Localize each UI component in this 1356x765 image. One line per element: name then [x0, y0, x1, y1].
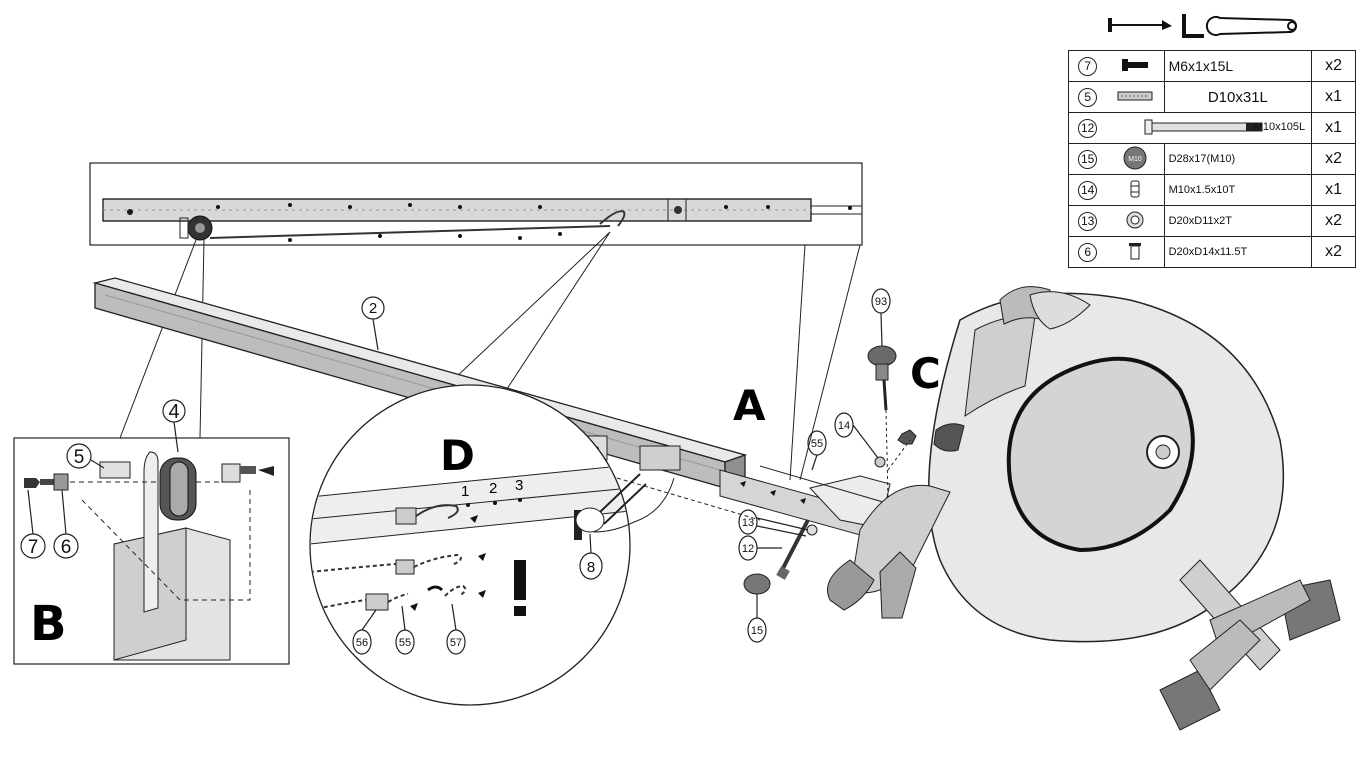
long-bolt-icon: M10x105L — [1106, 112, 1313, 144]
detail-d-circle — [309, 384, 631, 706]
warning-mark — [514, 560, 526, 600]
section-label-a: A — [733, 381, 766, 430]
part-number: 15 — [1068, 143, 1107, 175]
pin-8 — [575, 507, 605, 533]
wrench-icon — [1205, 16, 1297, 36]
section-label-c: C — [910, 349, 941, 398]
callout-15: 15 — [751, 625, 763, 637]
detail-b-box — [13, 437, 290, 665]
part-number: 5 — [1068, 81, 1107, 113]
spacer-icon — [1106, 81, 1165, 113]
part-number: 13 — [1068, 205, 1107, 237]
callout-8: 8 — [587, 559, 595, 576]
hook-icon — [599, 210, 626, 227]
part-spec: D28x17(M10) — [1163, 143, 1313, 175]
section-label-d: D — [440, 431, 475, 480]
callout-93: 93 — [875, 296, 887, 308]
callout-57: 57 — [450, 637, 462, 649]
allen-key-icon — [1108, 18, 1172, 32]
part-quantity: x1 — [1311, 112, 1356, 144]
part-number: 14 — [1068, 174, 1107, 206]
part-spec: M10x105L — [1253, 121, 1306, 133]
rower-main-body — [827, 286, 1341, 731]
callout-5: 5 — [74, 447, 85, 468]
part-quantity: x2 — [1311, 143, 1356, 175]
part-quantity: x2 — [1311, 50, 1356, 82]
part-quantity: x1 — [1311, 174, 1356, 206]
hole-number-1: 1 — [461, 483, 469, 500]
section-label-b: B — [30, 596, 67, 652]
part-spec: M10x1.5x10T — [1163, 174, 1313, 206]
hole-number-2: 2 — [489, 480, 497, 497]
part-number: 7 — [1068, 50, 1107, 82]
spacer-part — [99, 461, 131, 479]
hole-number-3: 3 — [515, 477, 523, 494]
callout-56: 56 — [356, 637, 368, 649]
part-number: 6 — [1068, 236, 1107, 268]
callout-2: 2 — [369, 300, 377, 317]
svg-text:M10: M10 — [1128, 156, 1142, 163]
cap-nut-15 — [743, 573, 771, 595]
tools-group — [1108, 14, 1297, 38]
callout-7: 7 — [28, 537, 39, 558]
callout-55b: 55 — [399, 637, 411, 649]
part-spec: D10x31L — [1163, 81, 1313, 113]
callout-55a: 55 — [811, 438, 823, 450]
callout-4: 4 — [168, 401, 179, 423]
knob-93 — [867, 345, 897, 367]
callout-12: 12 — [742, 543, 754, 555]
callout-6: 6 — [61, 537, 72, 558]
callout-14: 14 — [838, 420, 850, 432]
cable-clamp-icon — [395, 507, 417, 525]
rail-detail-box — [89, 162, 863, 246]
bushing-icon — [1106, 236, 1165, 268]
callout-13: 13 — [742, 517, 754, 529]
parts-row: 12 M10x105L x1 — [1068, 112, 1356, 144]
callout-5-circle — [66, 443, 92, 469]
part-spec: D20xD14x11.5T — [1163, 236, 1313, 268]
part-number: 12 — [1068, 112, 1107, 144]
small-allen-key-icon — [1182, 14, 1204, 38]
part-quantity: x2 — [1311, 236, 1356, 268]
callout-13-circle — [738, 509, 758, 535]
